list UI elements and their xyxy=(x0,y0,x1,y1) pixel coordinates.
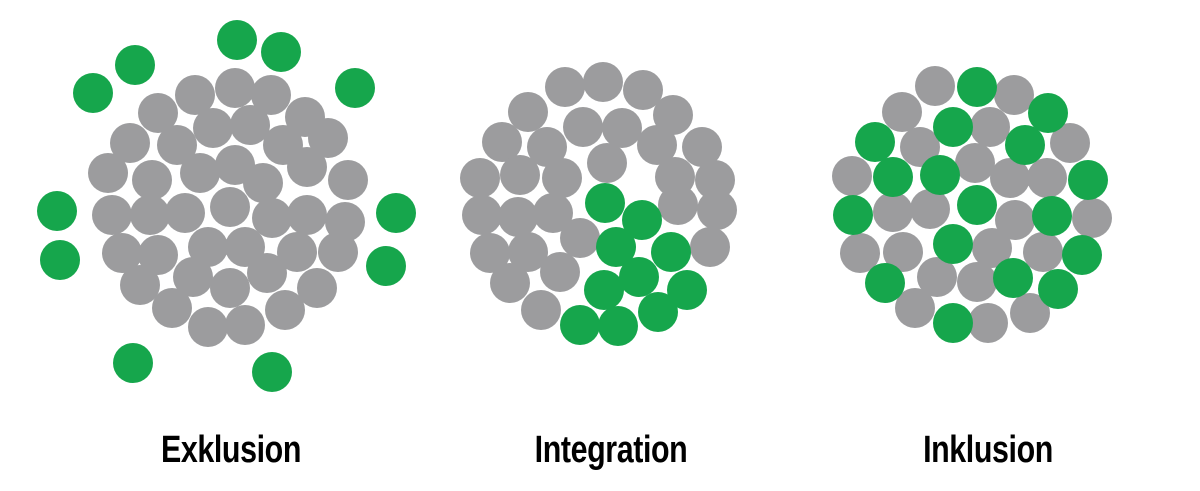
person-dot-gray xyxy=(882,92,922,132)
person-dot-gray xyxy=(132,160,172,200)
person-dot-green xyxy=(40,240,80,280)
person-dot-green xyxy=(376,193,416,233)
person-dot-green xyxy=(933,224,973,264)
person-dot-gray xyxy=(994,75,1034,115)
person-dot-gray xyxy=(165,193,205,233)
person-dot-gray xyxy=(540,252,580,292)
person-dot-green xyxy=(584,270,624,310)
person-dot-green xyxy=(1032,196,1072,236)
person-dot-gray xyxy=(957,262,997,302)
person-dot-gray xyxy=(563,107,603,147)
person-dot-green xyxy=(651,232,691,272)
person-dot-gray xyxy=(910,189,950,229)
person-dot-gray xyxy=(970,107,1010,147)
person-dot-green xyxy=(598,306,638,346)
person-dot-green xyxy=(619,257,659,297)
person-dot-gray xyxy=(92,195,132,235)
person-dot-green xyxy=(335,68,375,108)
person-dot-gray xyxy=(152,288,192,328)
label-integration: Integration xyxy=(534,429,688,471)
person-dot-green xyxy=(1005,125,1045,165)
person-dot-gray xyxy=(915,66,955,106)
person-dot-green xyxy=(1062,235,1102,275)
person-dot-green xyxy=(1028,93,1068,133)
person-dot-gray xyxy=(210,268,250,308)
person-dot-gray xyxy=(542,158,582,198)
person-dot-green xyxy=(585,183,625,223)
person-dot-gray xyxy=(955,143,995,183)
person-dot-green xyxy=(252,352,292,392)
person-dot-gray xyxy=(873,192,913,232)
person-dot-green xyxy=(873,157,913,197)
person-dot-green xyxy=(933,303,973,343)
person-dot-gray xyxy=(968,303,1008,343)
person-dot-gray xyxy=(545,67,585,107)
person-dot-green xyxy=(920,155,960,195)
person-dot-gray xyxy=(247,253,287,293)
person-dot-green xyxy=(113,343,153,383)
person-dot-gray xyxy=(1023,232,1063,272)
person-dot-gray xyxy=(130,195,170,235)
person-dot-gray xyxy=(508,92,548,132)
person-dot-gray xyxy=(460,158,500,198)
person-dot-gray xyxy=(690,227,730,267)
label-exklusion: Exklusion xyxy=(161,429,301,471)
person-dot-gray xyxy=(1072,198,1112,238)
person-dot-gray xyxy=(832,156,872,196)
person-dot-gray xyxy=(895,288,935,328)
person-dot-gray xyxy=(583,62,623,102)
person-dot-gray xyxy=(193,108,233,148)
person-dot-green xyxy=(1038,269,1078,309)
person-dot-green xyxy=(217,20,257,60)
person-dot-green xyxy=(638,292,678,332)
person-dot-gray xyxy=(265,290,305,330)
person-dot-gray xyxy=(287,195,327,235)
person-dot-gray xyxy=(1027,158,1067,198)
person-dot-green xyxy=(37,191,77,231)
person-dot-gray xyxy=(587,143,627,183)
person-dot-gray xyxy=(188,307,228,347)
person-dot-gray xyxy=(500,155,540,195)
person-dot-green xyxy=(993,258,1033,298)
person-dot-green xyxy=(560,305,600,345)
person-dot-gray xyxy=(287,147,327,187)
person-dot-gray xyxy=(658,185,698,225)
person-dot-gray xyxy=(697,190,737,230)
person-dot-green xyxy=(261,32,301,72)
person-dot-gray xyxy=(602,108,642,148)
person-dot-gray xyxy=(210,187,250,227)
person-dot-green xyxy=(865,263,905,303)
person-dot-gray xyxy=(328,160,368,200)
person-dot-green xyxy=(115,45,155,85)
person-dot-gray xyxy=(88,153,128,193)
person-dot-gray xyxy=(498,197,538,237)
person-dot-gray xyxy=(490,263,530,303)
person-dot-green xyxy=(1068,160,1108,200)
person-dot-gray xyxy=(297,268,337,308)
label-inklusion: Inklusion xyxy=(923,429,1053,471)
person-dot-green xyxy=(933,107,973,147)
person-dot-green xyxy=(957,67,997,107)
person-dot-gray xyxy=(180,153,220,193)
person-dot-green xyxy=(366,246,406,286)
person-dot-green xyxy=(73,73,113,113)
person-dot-gray xyxy=(225,305,265,345)
person-dot-gray xyxy=(215,68,255,108)
person-dot-gray xyxy=(252,198,292,238)
person-dot-gray xyxy=(521,290,561,330)
person-dot-green xyxy=(833,195,873,235)
person-dot-green xyxy=(957,185,997,225)
person-dot-gray xyxy=(560,218,600,258)
person-dot-green xyxy=(855,122,895,162)
person-dot-gray xyxy=(243,163,283,203)
person-dot-gray xyxy=(318,232,358,272)
person-dot-gray xyxy=(462,195,502,235)
